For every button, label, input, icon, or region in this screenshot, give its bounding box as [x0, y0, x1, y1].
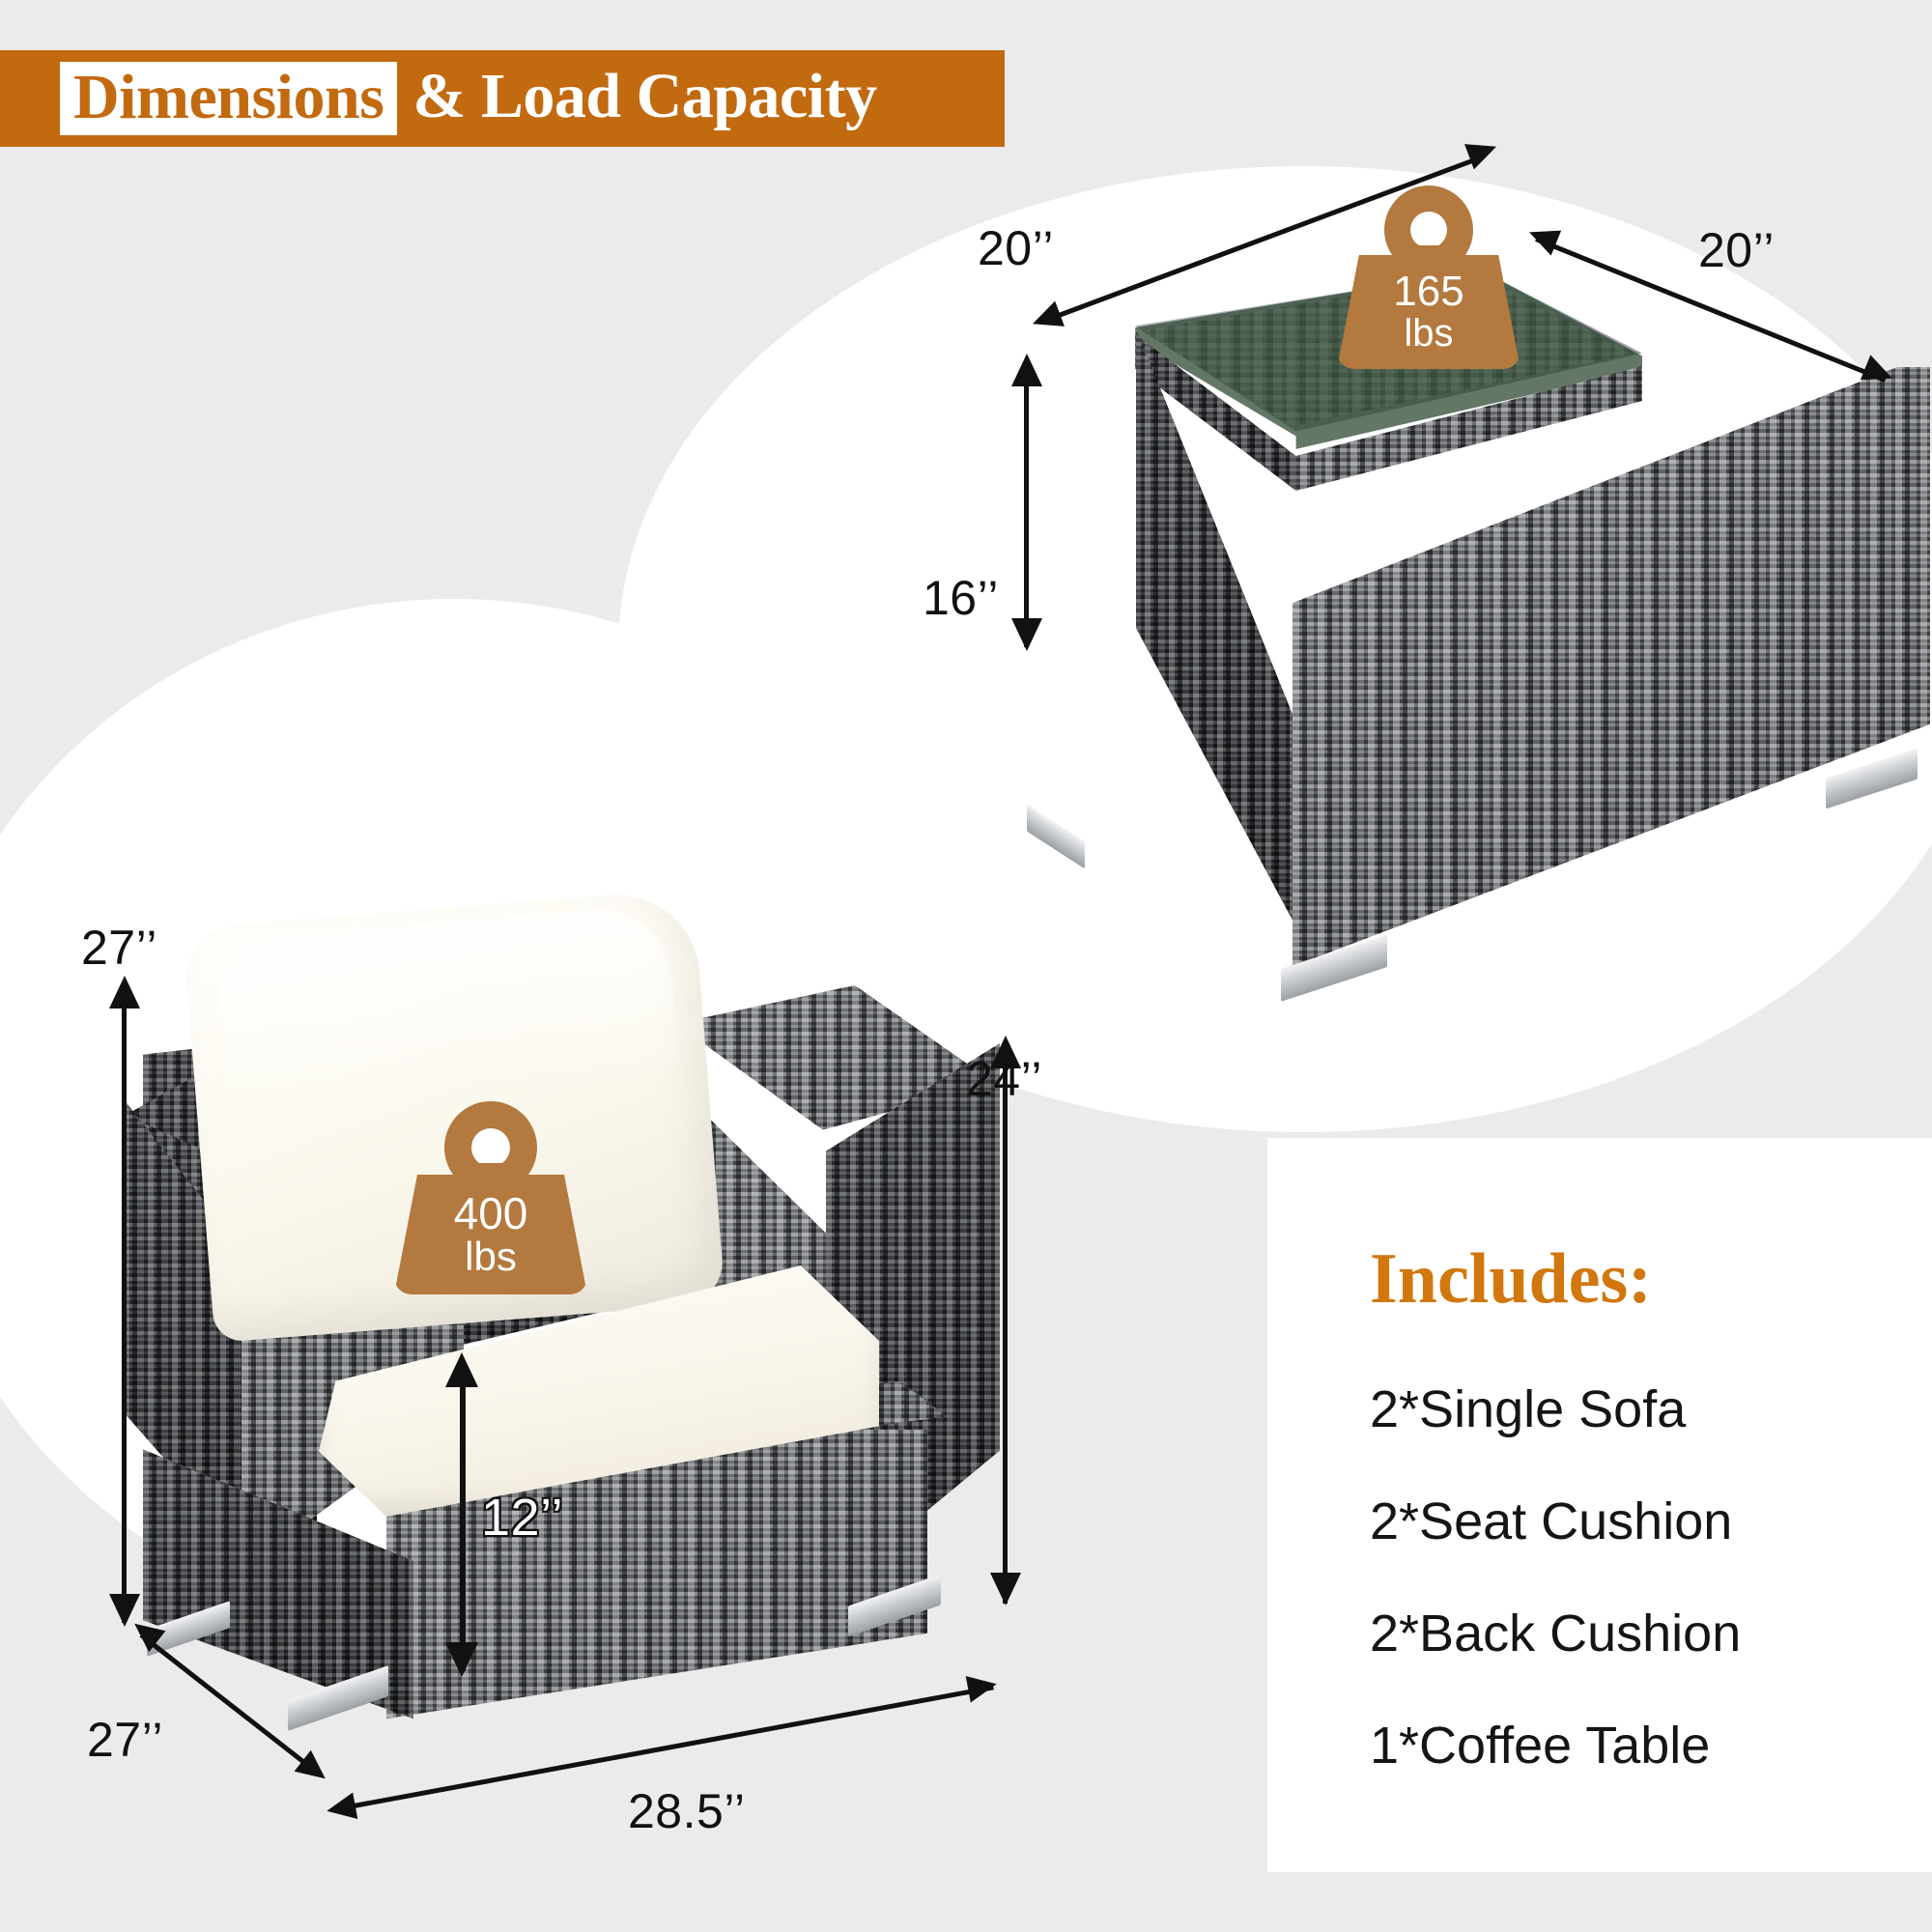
sofa-height-label: 27’’ — [81, 921, 157, 975]
list-item: 2*Single Sofa — [1370, 1380, 1687, 1438]
sofa-dim-arrowhead-width-right — [965, 1670, 1000, 1703]
list-item: 1*Coffee Table — [1370, 1717, 1711, 1775]
sofa-dim-arrowhead-seat-top — [445, 1352, 478, 1387]
sofa-dim-arrow-height — [122, 1005, 127, 1623]
table-dim-arrowhead-height-top — [1011, 354, 1042, 386]
sofa-depth-label: 27’’ — [87, 1713, 163, 1767]
sofa-arm-height-label: 24’’ — [966, 1052, 1042, 1106]
list-item: 2*Back Cushion — [1370, 1605, 1742, 1662]
banner-highlight-box: Dimensions — [60, 62, 398, 135]
sofa-load-unit: lbs — [465, 1234, 517, 1280]
weight-body-icon: 400 lbs — [394, 1175, 587, 1294]
sofa-dim-arrowhead-height-top — [109, 976, 140, 1009]
list-item: 2*Seat Cushion — [1370, 1492, 1733, 1550]
header-banner: Dimensions & Load Capacity — [0, 50, 1005, 147]
includes-list: 2*Single Sofa 2*Seat Cushion 2*Back Cush… — [1370, 1383, 1741, 1832]
sofa-load-value: 400 — [453, 1188, 528, 1239]
table-height-label: 16’’ — [923, 571, 999, 625]
sofa-dim-arrowhead-width-left — [324, 1792, 358, 1825]
weight-body-icon: 165 lbs — [1337, 255, 1520, 369]
table-dim-arrow-height — [1024, 382, 1029, 647]
banner-rest-text: & Load Capacity — [412, 61, 877, 131]
sofa-load-badge: 400 lbs — [394, 1101, 587, 1294]
table-load-value: 165 — [1393, 268, 1464, 316]
table-load-unit: lbs — [1404, 312, 1454, 355]
sofa-dim-arrowhead-arm-top — [990, 1036, 1021, 1068]
table-dim-arrowhead-height-bottom — [1011, 618, 1042, 651]
sofa-dim-arrowhead-arm-bottom — [990, 1573, 1021, 1605]
sofa-seat-height-label: 12’’ — [481, 1489, 564, 1547]
sofa-width-label: 28.5’’ — [628, 1784, 746, 1838]
includes-heading: Includes: — [1370, 1239, 1652, 1319]
table-width-label: 20’’ — [1698, 223, 1775, 277]
includes-panel-background — [1267, 1138, 1932, 1872]
sofa-dim-arrow-armheight — [1003, 1063, 1008, 1604]
table-load-badge: 165 lbs — [1337, 185, 1520, 369]
sofa-dim-arrow-seatheight — [460, 1381, 466, 1671]
table-depth-label: 20’’ — [978, 221, 1054, 275]
banner-highlight-text: Dimensions — [73, 62, 384, 132]
sofa-dim-arrowhead-height-bottom — [109, 1594, 140, 1627]
sofa-dim-arrowhead-seat-bottom — [445, 1642, 478, 1677]
